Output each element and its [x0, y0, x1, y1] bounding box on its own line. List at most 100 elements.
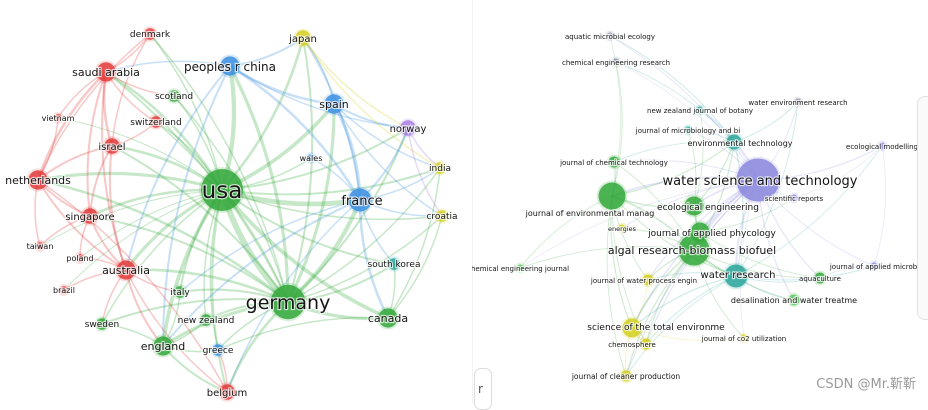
country-label-germany[interactable]: germany: [245, 291, 332, 315]
journal-label-jam[interactable]: journal of applied microbiolog: [828, 262, 928, 272]
journal-node-ame[interactable]: [606, 32, 614, 40]
country-node-canada[interactable]: [378, 308, 398, 328]
journal-label-co2[interactable]: journal of co2 utilization: [700, 334, 788, 344]
country-label-denmark[interactable]: denmark: [129, 29, 172, 41]
country-label-norway[interactable]: norway: [389, 123, 428, 136]
journal-label-wst[interactable]: water science and technology: [661, 173, 859, 190]
country-label-wales[interactable]: wales: [299, 153, 324, 164]
journal-label-jap[interactable]: journal of applied phycology: [646, 228, 778, 240]
journal-label-jcp[interactable]: journal of cleaner production: [570, 371, 682, 382]
country-node-india[interactable]: [434, 162, 446, 174]
country-label-england[interactable]: england: [140, 339, 187, 354]
journal-label-aqua[interactable]: aquaculture: [798, 274, 842, 284]
journal-node-wr[interactable]: [724, 264, 748, 288]
country-node-greece[interactable]: [212, 344, 224, 356]
journal-label-et[interactable]: environmental technology: [686, 138, 794, 149]
country-label-vietnam[interactable]: vietnam: [41, 113, 76, 124]
journal-label-ee[interactable]: ecological engineering: [656, 202, 760, 214]
country-label-peoples_r_china[interactable]: peoples r china: [183, 59, 277, 75]
country-node-sweden[interactable]: [96, 318, 108, 330]
country-node-south_korea[interactable]: [388, 258, 400, 270]
journal-node-jmb[interactable]: [684, 126, 692, 134]
country-label-india[interactable]: india: [428, 163, 452, 175]
country-node-france[interactable]: [348, 188, 372, 212]
journal-node-nzjb[interactable]: [696, 106, 704, 114]
country-label-japan[interactable]: japan: [287, 33, 318, 46]
country-label-netherlands[interactable]: netherlands: [4, 173, 72, 188]
journal-label-ecomod[interactable]: ecological modelling: [845, 142, 919, 152]
journal-node-che_j[interactable]: [516, 264, 524, 272]
country-label-sweden[interactable]: sweden: [84, 319, 121, 331]
journal-node-wer[interactable]: [794, 98, 802, 106]
journal-node-ecomod[interactable]: [878, 142, 886, 150]
journal-label-nzjb[interactable]: new zealand journal of botany: [646, 106, 754, 116]
journal-label-jem[interactable]: journal of environmental manag: [524, 208, 656, 219]
country-label-south_korea[interactable]: south korea: [366, 259, 421, 271]
country-node-australia[interactable]: [116, 260, 136, 280]
country-label-poland[interactable]: poland: [65, 253, 94, 264]
country-node-croatia[interactable]: [436, 210, 448, 222]
journal-label-wer[interactable]: water environment research: [747, 98, 848, 108]
journal-label-energies[interactable]: energies: [607, 224, 638, 234]
country-node-japan[interactable]: [295, 30, 311, 46]
journal-label-cer[interactable]: chemical engineering research: [561, 58, 671, 68]
country-node-norway[interactable]: [400, 120, 416, 136]
journal-cocitation-network[interactable]: water science and technology algal resear…: [472, 0, 928, 404]
journal-label-dwt[interactable]: desalination and water treatme: [730, 295, 858, 306]
journal-label-ame[interactable]: aquatic microbial ecology: [564, 32, 656, 42]
journal-label-wr[interactable]: water research: [699, 269, 776, 282]
journal-node-chem[interactable]: [640, 338, 652, 350]
country-node-peoples_r_china[interactable]: [220, 56, 240, 76]
country-label-new_zealand[interactable]: new zealand: [177, 315, 236, 327]
journal-node-et[interactable]: [726, 134, 742, 150]
country-node-germany[interactable]: [270, 284, 306, 320]
journal-node-jap[interactable]: [690, 222, 710, 242]
country-label-brazil[interactable]: brazil: [52, 285, 76, 296]
country-node-italy[interactable]: [174, 286, 186, 298]
country-node-england[interactable]: [153, 336, 173, 356]
country-label-singapore[interactable]: singapore: [64, 211, 116, 224]
country-node-spain[interactable]: [324, 94, 344, 114]
country-label-israel[interactable]: israel: [97, 141, 126, 154]
journal-label-jmb[interactable]: journal of microbiology and bi: [634, 126, 742, 136]
country-label-taiwan[interactable]: taiwan: [26, 241, 55, 252]
journal-node-stoten[interactable]: [622, 318, 642, 338]
country-label-australia[interactable]: australia: [101, 263, 151, 278]
journal-label-che_j[interactable]: hemical engineering journal: [472, 264, 570, 274]
country-node-scotland[interactable]: [168, 90, 180, 102]
country-node-singapore[interactable]: [82, 208, 98, 224]
country-label-canada[interactable]: canada: [367, 311, 409, 326]
country-label-italy[interactable]: italy: [169, 287, 191, 299]
country-label-saudi_arabia[interactable]: saudi arabia: [71, 65, 141, 80]
country-node-new_zealand[interactable]: [200, 314, 212, 326]
country-node-usa[interactable]: [201, 169, 243, 211]
country-node-vietnam[interactable]: [54, 114, 62, 122]
journal-node-cer[interactable]: [612, 58, 620, 66]
journal-node-jam[interactable]: [870, 262, 878, 270]
country-label-spain[interactable]: spain: [318, 97, 350, 112]
country-label-greece[interactable]: greece: [202, 345, 235, 357]
country-label-switzerland[interactable]: switzerland: [129, 117, 183, 129]
journal-node-arbb[interactable]: [678, 234, 710, 266]
country-node-denmark[interactable]: [144, 28, 156, 40]
country-node-brazil[interactable]: [60, 286, 68, 294]
journal-node-jct[interactable]: [608, 156, 620, 168]
journal-label-jct[interactable]: journal of chemical technology: [558, 158, 669, 168]
country-node-poland[interactable]: [76, 254, 84, 262]
journal-label-arbb[interactable]: algal research-biomass biofuel: [607, 243, 777, 258]
journal-label-sr[interactable]: scientific reports: [764, 194, 825, 204]
country-node-netherlands[interactable]: [28, 170, 48, 190]
right-panel-scroll-edge[interactable]: [917, 96, 928, 320]
country-label-usa[interactable]: usa: [201, 177, 244, 205]
country-node-belgium[interactable]: [219, 384, 235, 400]
country-label-croatia[interactable]: croatia: [425, 211, 458, 223]
journal-node-aqua[interactable]: [814, 272, 826, 284]
country-node-saudi_arabia[interactable]: [96, 62, 116, 82]
journal-node-ee[interactable]: [684, 196, 704, 216]
country-label-scotland[interactable]: scotland: [154, 91, 194, 103]
journal-label-chem[interactable]: chemosphere: [607, 340, 657, 350]
journal-label-stoten[interactable]: science of the total environme: [586, 322, 726, 334]
journal-label-jwpe[interactable]: journal of water process engin: [589, 276, 698, 286]
country-label-belgium[interactable]: belgium: [206, 387, 249, 400]
